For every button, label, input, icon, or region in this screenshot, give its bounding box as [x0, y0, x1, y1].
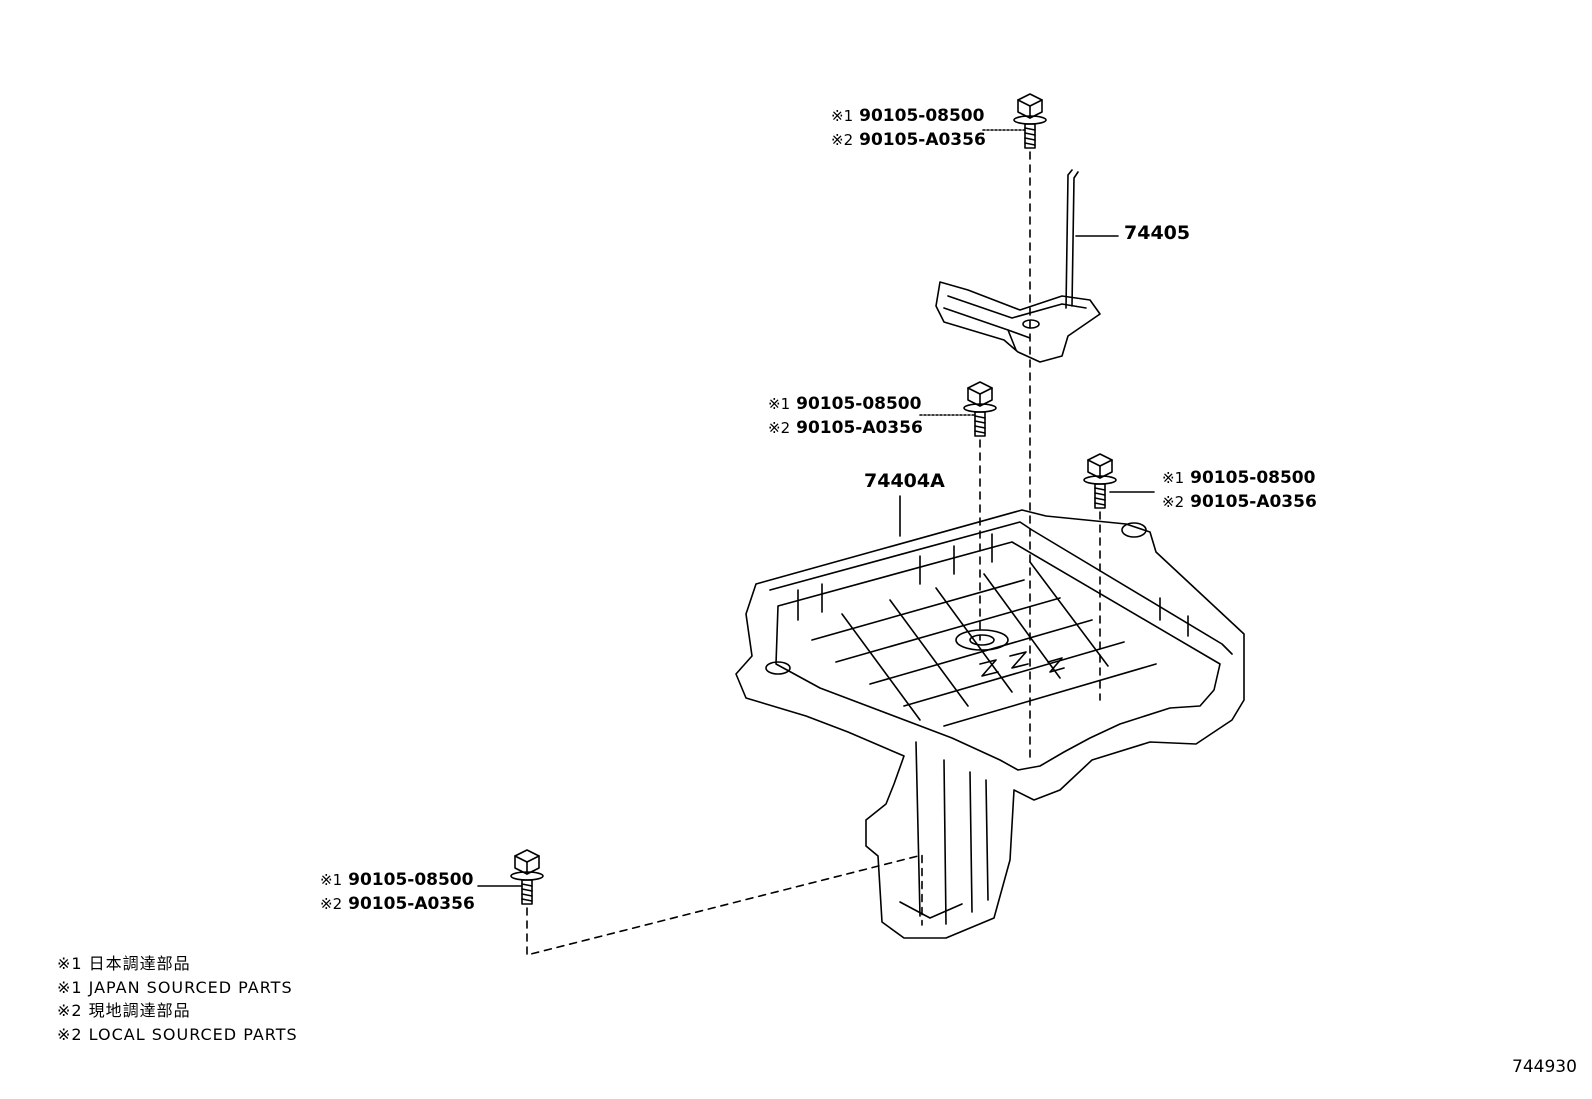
- bolt-callout-bottom: ※1 90105-08500 ※2 90105-A0356: [320, 868, 475, 916]
- mark-1: ※1: [320, 871, 343, 889]
- callout-line-1: ※1 90105-08500: [768, 392, 923, 416]
- mark-2: ※2: [831, 131, 854, 149]
- legend-line: ※1 JAPAN SOURCED PARTS: [57, 977, 293, 997]
- part-number: 90105-08500: [796, 394, 922, 414]
- part-number: 90105-08500: [348, 870, 474, 890]
- bolt-callout-right: ※1 90105-08500 ※2 90105-A0356: [1162, 466, 1317, 514]
- illustration-number: 744930: [1512, 1057, 1577, 1077]
- mark-2: ※2: [320, 895, 343, 913]
- part-number: 90105-08500: [859, 106, 985, 126]
- bolt-middle: [963, 381, 997, 437]
- battery-tray: [735, 509, 1245, 939]
- callout-line-1: ※1 90105-08500: [1162, 466, 1317, 490]
- mark-1: ※1: [1162, 469, 1185, 487]
- callout-line-1: ※1 90105-08500: [320, 868, 475, 892]
- callout-line-2: ※2 90105-A0356: [1162, 490, 1317, 514]
- bolt-top: [1013, 93, 1047, 149]
- mark-2: ※2: [768, 419, 791, 437]
- legend-line: ※1 日本調達部品: [57, 954, 191, 973]
- bolt-callout-middle: ※1 90105-08500 ※2 90105-A0356: [768, 392, 923, 440]
- legend-line: ※2 LOCAL SOURCED PARTS: [57, 1024, 298, 1044]
- dashed-assembly-line: [526, 854, 923, 956]
- tray-part-number: 74404A: [864, 470, 945, 492]
- part-number: 90105-A0356: [348, 894, 475, 914]
- legend: ※1 日本調達部品 ※1 JAPAN SOURCED PARTS ※2 現地調達…: [57, 952, 298, 1046]
- bolt-right: [1083, 453, 1117, 509]
- callout-line-1: ※1 90105-08500: [831, 104, 986, 128]
- mark-1: ※1: [831, 107, 854, 125]
- part-number: 90105-A0356: [796, 418, 923, 438]
- callout-line-2: ※2 90105-A0356: [831, 128, 986, 152]
- part-number: 90105-08500: [1190, 468, 1316, 488]
- mark-2: ※2: [1162, 493, 1185, 511]
- callout-line-2: ※2 90105-A0356: [320, 892, 475, 916]
- mark-1: ※1: [768, 395, 791, 413]
- part-number: 90105-A0356: [1190, 492, 1317, 512]
- callout-line-2: ※2 90105-A0356: [768, 416, 923, 440]
- legend-line: ※2 現地調達部品: [57, 1001, 191, 1020]
- bolt-bottom: [510, 849, 544, 905]
- clamp-part-number: 74405: [1124, 222, 1191, 244]
- part-number: 90105-A0356: [859, 130, 986, 150]
- battery-clamp: [935, 169, 1101, 363]
- bolt-callout-top: ※1 90105-08500 ※2 90105-A0356: [831, 104, 986, 152]
